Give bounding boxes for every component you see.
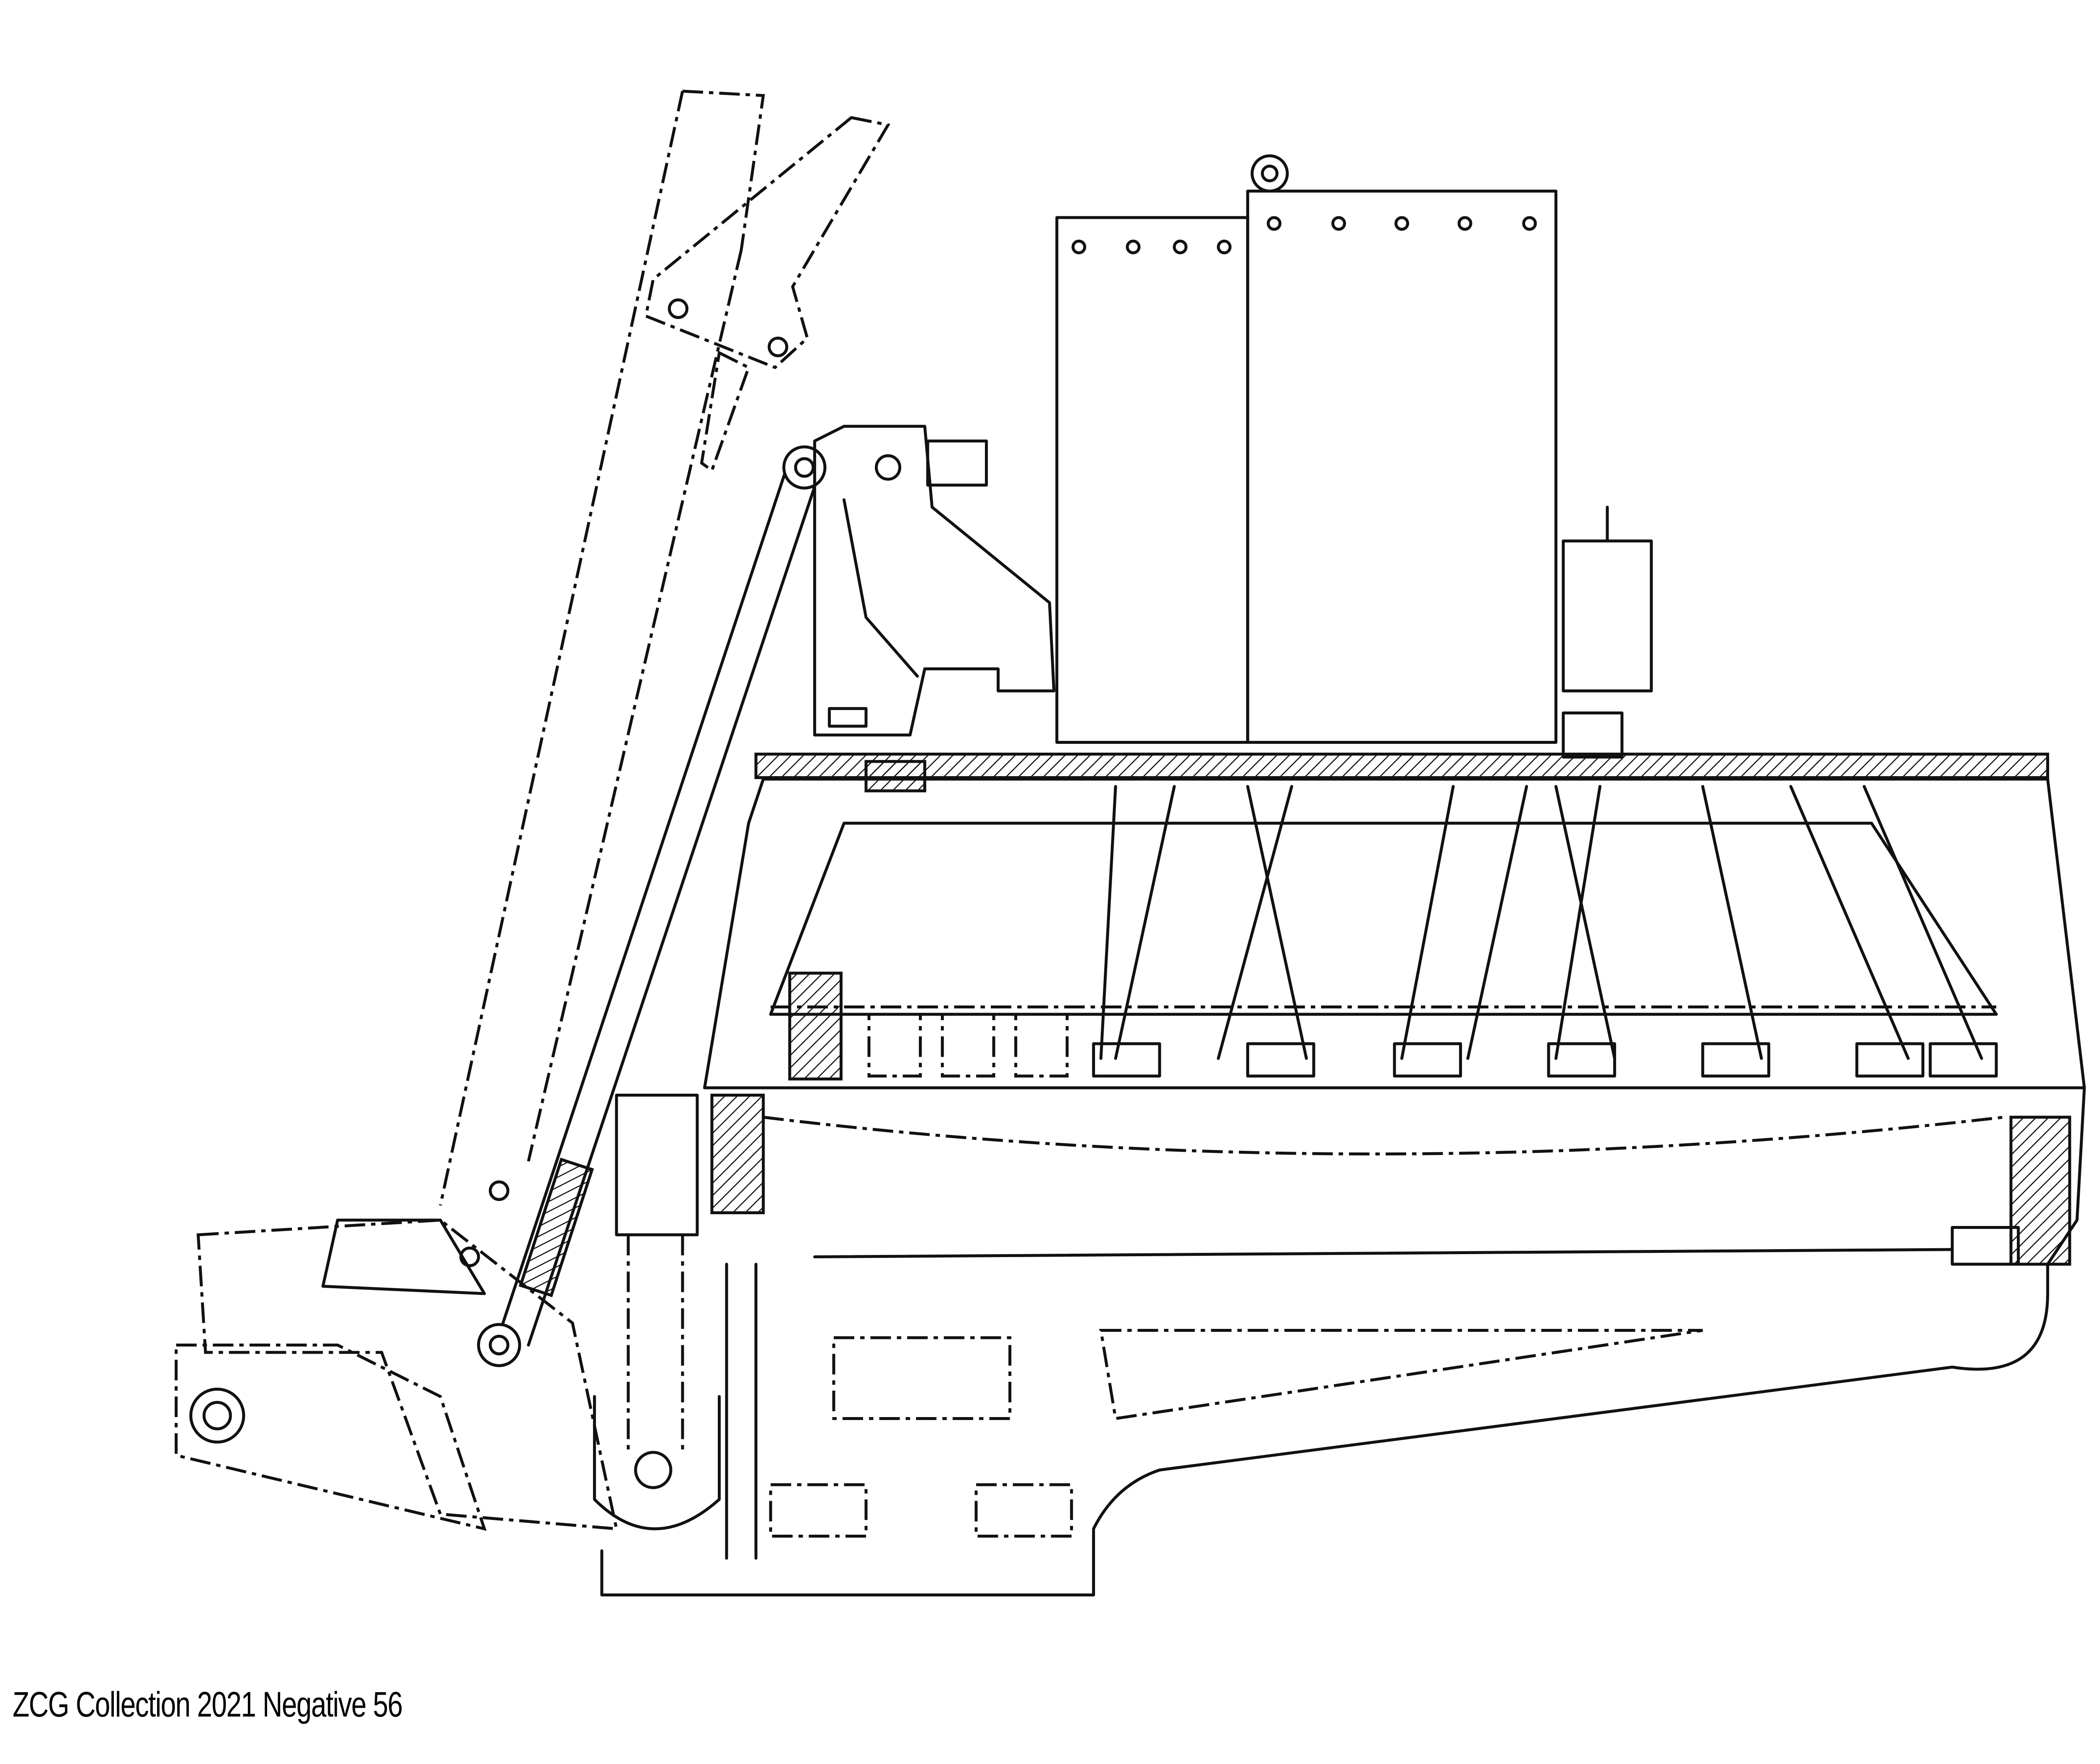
linkage-rod [477,445,827,1367]
cell-slots [867,1013,1998,1078]
lower-tray [600,1086,2086,1596]
battery-boxes [1055,154,1653,759]
suspension-linkage [174,1180,619,1531]
main-housing [703,753,2086,1089]
support-leg [593,1094,721,1530]
caption: ZCG Collection 2021 Negative 56 [13,1685,403,1724]
bracket [813,425,1055,737]
frame-beams [439,89,890,1206]
